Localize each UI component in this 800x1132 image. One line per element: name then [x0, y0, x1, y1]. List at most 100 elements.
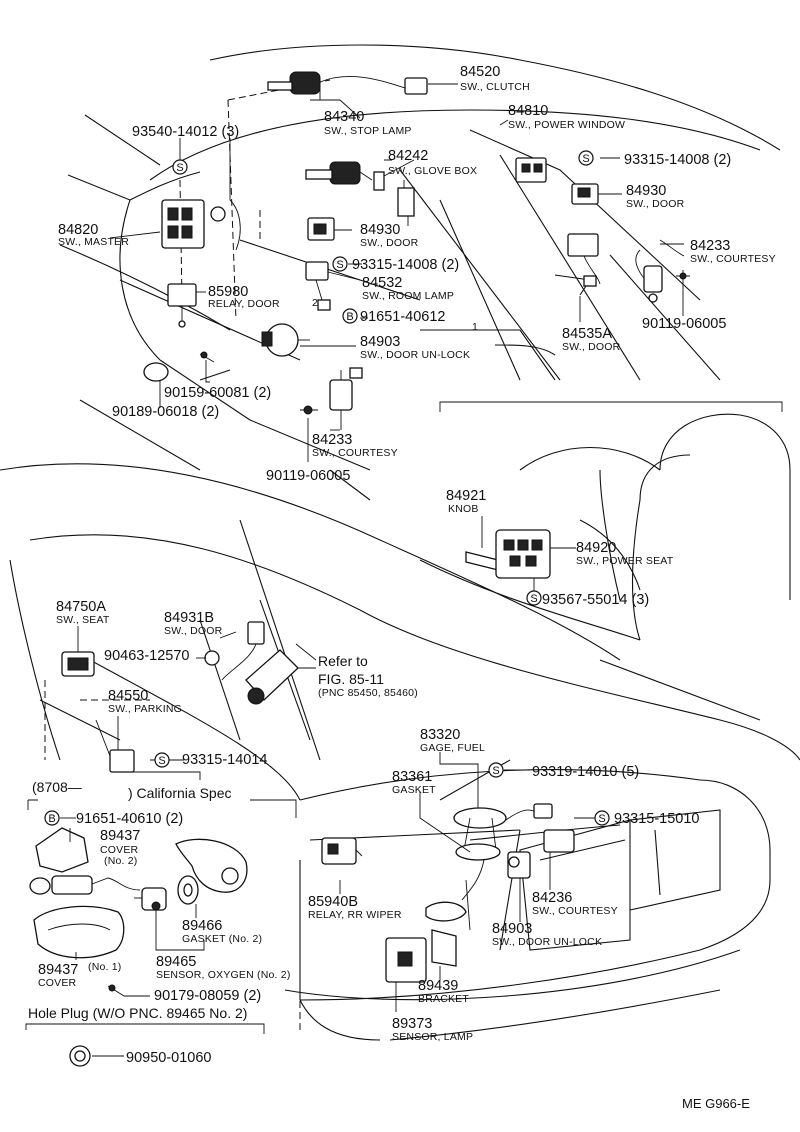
screw-90119-center [300, 405, 318, 415]
california-spec-frame [27, 799, 297, 818]
b-symbol-icon: B [44, 810, 60, 826]
california-spec-header: (8708— ) California Spec [32, 779, 232, 801]
svg-text:85940B: 85940B [308, 894, 358, 910]
svg-text:84233: 84233 [312, 432, 352, 448]
lamp-sensor-89373 [385, 937, 427, 983]
symbols: S S S B S S S S B [44, 150, 610, 826]
label-90119-center: 90119-06005 [266, 468, 350, 484]
svg-text:84233: 84233 [690, 238, 730, 254]
svg-text:COVER: COVER [100, 844, 139, 856]
svg-text:(PNC 85450, 85460): (PNC 85450, 85460) [318, 687, 418, 699]
svg-text:SW., DOOR: SW., DOOR [626, 198, 685, 210]
power-seat-switch-84920 [495, 529, 551, 579]
svg-text:89373: 89373 [392, 1016, 432, 1032]
seat-inset-frame [439, 401, 783, 412]
svg-text:90159-60081 (2): 90159-60081 (2) [164, 385, 271, 401]
door-switch-84930-center [307, 217, 335, 241]
svg-text:89437: 89437 [100, 828, 140, 844]
svg-text:) California Spec: ) California Spec [128, 785, 232, 801]
svg-text:SW., STOP LAMP: SW., STOP LAMP [324, 125, 412, 137]
label-90189: 90189-06018 (2) [112, 404, 219, 420]
hole-plug-header: Hole Plug (W/O PNC. 89465 No. 2) [28, 1005, 247, 1021]
svg-text:93315-14014: 93315-14014 [182, 752, 267, 768]
svg-text:SW., DOOR UN-LOCK: SW., DOOR UN-LOCK [360, 349, 470, 361]
svg-text:GAGE, FUEL: GAGE, FUEL [420, 742, 485, 754]
label-90179: 90179-08059 (2) [154, 988, 261, 1004]
svg-text:SW., SEAT: SW., SEAT [56, 614, 110, 626]
courtesy-switch-84233-center [329, 367, 363, 430]
svg-text:Refer to: Refer to [318, 653, 368, 669]
svg-text:84236: 84236 [532, 890, 572, 906]
room-lamp-switch-84532 [305, 261, 331, 311]
figure-code: ME G966-E [682, 1096, 750, 1111]
svg-text:93315-14008 (2): 93315-14008 (2) [624, 152, 731, 168]
svg-text:84550: 84550 [108, 688, 148, 704]
s-symbol-icon: S [526, 590, 542, 606]
svg-text:SW., CLUTCH: SW., CLUTCH [460, 81, 530, 93]
svg-text:SW., ROOM LAMP: SW., ROOM LAMP [362, 290, 454, 302]
svg-text:90950-01060: 90950-01060 [126, 1050, 211, 1066]
svg-text:B: B [48, 813, 55, 825]
callout-1: 1 [472, 321, 478, 333]
svg-text:84242: 84242 [388, 148, 428, 164]
label-93315-14014: 93315-14014 [182, 752, 267, 768]
hole-plug-frame [25, 1023, 265, 1034]
courtesy-switch-84236 [543, 829, 575, 853]
leader-lines [60, 83, 684, 1057]
rear-wiper-motor [425, 859, 485, 931]
svg-text:93315-15010: 93315-15010 [614, 811, 699, 827]
s-symbol-icon: S [488, 762, 504, 778]
label-90463: 90463-12570 [104, 648, 189, 664]
svg-text:SW., POWER WINDOW: SW., POWER WINDOW [508, 119, 625, 131]
body-outlines [0, 44, 800, 1041]
svg-text:RELAY, RR WIPER: RELAY, RR WIPER [308, 909, 402, 921]
label-91651-40612: 91651-40612 [360, 309, 445, 325]
parking-switch-84550 [95, 719, 135, 773]
svg-text:SENSOR, LAMP: SENSOR, LAMP [392, 1031, 473, 1043]
oxygen-sensor-89465 [134, 887, 167, 911]
svg-text:84340: 84340 [324, 109, 364, 125]
svg-text:(No. 1): (No. 1) [88, 961, 122, 973]
label-93315-15010: 93315-15010 [614, 811, 699, 827]
label-93315-14008-a: 93315-14008 (2) [624, 152, 731, 168]
svg-text:GASKET (No. 2): GASKET (No. 2) [182, 933, 262, 945]
svg-text:S: S [176, 162, 183, 174]
svg-text:84920: 84920 [576, 540, 616, 556]
svg-text:BRACKET: BRACKET [418, 993, 469, 1005]
cap-90189 [143, 362, 169, 382]
svg-text:89439: 89439 [418, 978, 458, 994]
svg-text:84750A: 84750A [56, 599, 106, 615]
label-93540: 93540-14012 (3) [132, 124, 239, 140]
svg-text:KNOB: KNOB [448, 503, 479, 515]
s-symbol-icon: S [332, 256, 348, 272]
svg-text:84532: 84532 [362, 275, 402, 291]
label-93567: 93567-55014 (3) [542, 592, 649, 608]
power-window-switch-84810 [515, 157, 547, 183]
label-89437-no1: 89437(No. 1)COVER [38, 961, 122, 989]
svg-text:83361: 83361 [392, 769, 432, 785]
door-switch-84930-right [571, 183, 599, 205]
seat-switch-84750a [61, 651, 95, 677]
svg-text:SW., DOOR: SW., DOOR [164, 625, 223, 637]
svg-text:84903: 84903 [360, 334, 400, 350]
clip-90463 [204, 650, 220, 666]
svg-text:GASKET: GASKET [392, 784, 436, 796]
b-symbol-icon: B [342, 308, 358, 324]
svg-text:S: S [492, 765, 499, 777]
svg-text:83320: 83320 [420, 727, 460, 743]
svg-text:85980: 85980 [208, 284, 248, 300]
svg-text:91651-40610 (2): 91651-40610 (2) [76, 811, 183, 827]
svg-text:90179-08059 (2): 90179-08059 (2) [154, 988, 261, 1004]
